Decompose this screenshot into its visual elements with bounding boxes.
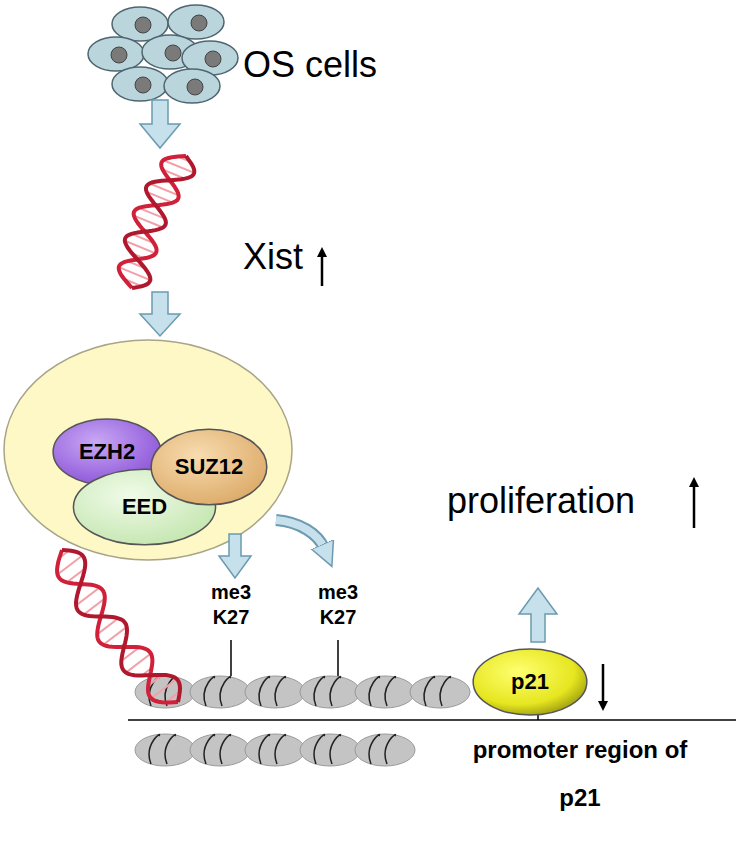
curved-arrow — [276, 520, 324, 548]
histone-mark: me3 K27 — [206, 580, 256, 630]
dna-line — [128, 719, 736, 721]
node-label: p21 — [511, 669, 549, 695]
leader-line — [337, 640, 339, 676]
up-arrow — [693, 482, 696, 528]
cell — [168, 5, 224, 39]
cell-cluster — [88, 5, 238, 103]
rna-label: Xist — [243, 236, 303, 278]
nucleus — [111, 47, 127, 63]
protein-p21: p21 — [472, 648, 588, 716]
down-arrow — [602, 664, 605, 706]
leader-line — [230, 640, 232, 676]
node-label: EED — [122, 494, 167, 520]
histone-mark: me3 K27 — [313, 580, 363, 630]
xist-rna — [119, 156, 195, 288]
cell — [164, 69, 220, 103]
block-arrow — [519, 588, 557, 642]
nucleus — [205, 51, 221, 67]
chromatin — [135, 676, 470, 766]
curved-arrow — [276, 520, 324, 548]
block-arrow — [140, 292, 180, 336]
block-arrow — [219, 534, 251, 578]
cell-label: OS cells — [243, 44, 377, 86]
xist-rna — [57, 550, 180, 702]
cell — [112, 67, 168, 101]
region-label: promoter region of p21 — [450, 726, 710, 822]
protein-suz12: SUZ12 — [150, 428, 268, 506]
complex-ellipse — [4, 340, 292, 560]
nucleus — [135, 77, 151, 93]
nucleus — [135, 17, 151, 33]
nucleus — [187, 79, 203, 95]
outcome-label: proliferation — [447, 480, 635, 522]
nucleus — [191, 15, 207, 31]
block-arrow — [140, 100, 180, 148]
nucleus — [165, 45, 181, 61]
node-label: SUZ12 — [175, 454, 243, 480]
cell — [88, 37, 144, 71]
node-label: EZH2 — [79, 439, 135, 465]
up-arrow — [321, 252, 324, 286]
